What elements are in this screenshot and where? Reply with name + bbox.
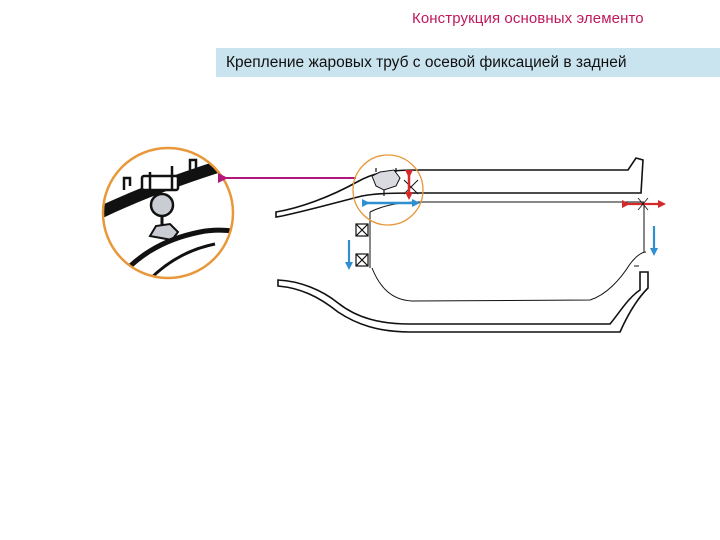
flame-tube-lower-wall bbox=[371, 251, 647, 302]
zoom-flame-tube-wall bbox=[113, 227, 233, 278]
detail-circle bbox=[352, 154, 424, 226]
outer-casing-upper bbox=[275, 157, 644, 218]
mount-box-upper-cross bbox=[355, 223, 369, 237]
subtitle-text: Крепление жаровых труб с осевой фиксацие… bbox=[226, 54, 627, 71]
zoom-pin-sphere bbox=[149, 192, 175, 218]
engine-cross-section bbox=[275, 157, 649, 333]
front-mount-symbols bbox=[355, 223, 369, 267]
mount-box-lower-cross bbox=[355, 253, 369, 267]
zoom-flame-tube-wall-inner bbox=[138, 242, 216, 278]
zoom-bracket-frame bbox=[122, 158, 198, 190]
slide-title: Конструкция основных элементо bbox=[412, 10, 644, 27]
subtitle-bar: Крепление жаровых труб с осевой фиксацие… bbox=[216, 48, 720, 77]
constraint-arrows bbox=[345, 170, 666, 270]
detail-bracket-legs bbox=[375, 168, 397, 196]
zoom-detail-callout bbox=[101, 146, 235, 280]
outer-casing-lower bbox=[277, 271, 649, 333]
attachment-detail bbox=[352, 154, 424, 226]
zoom-callout-circle bbox=[101, 146, 235, 280]
rear-mark-line-2 bbox=[637, 197, 649, 211]
detail-bracket-sketch bbox=[371, 169, 401, 191]
